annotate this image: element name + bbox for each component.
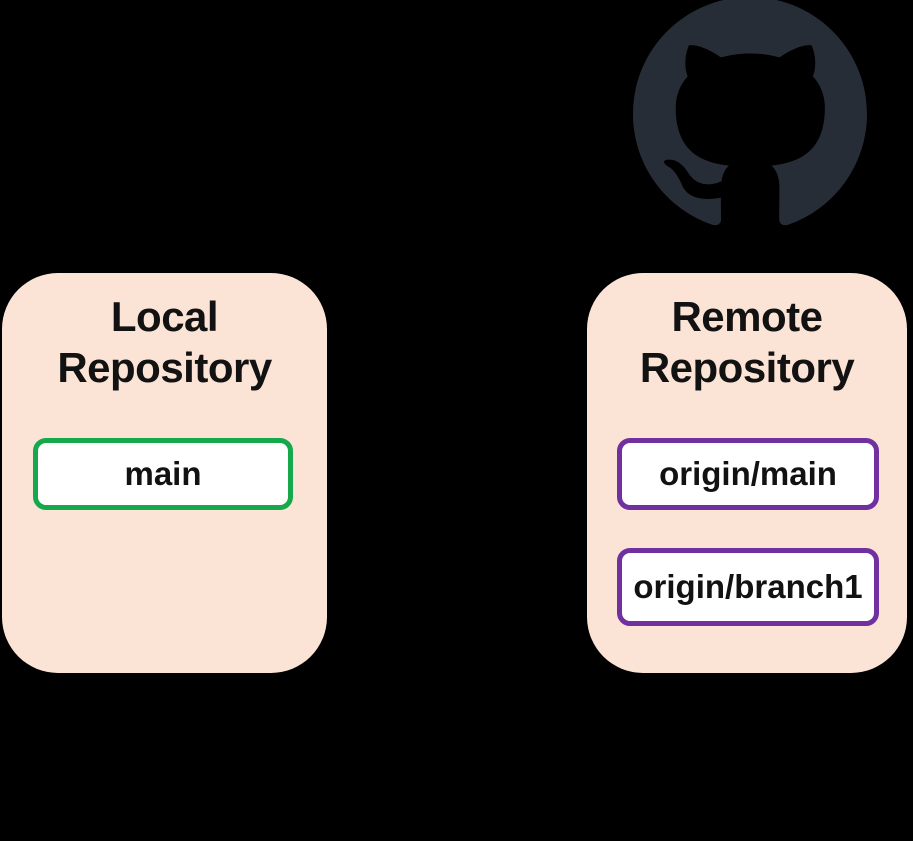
branch-badge-origin-branch1: origin/branch1 <box>617 548 879 626</box>
remote-repository-box: Remote Repository origin/main origin/bra… <box>587 273 907 673</box>
branch-badge-main: main <box>33 438 293 510</box>
github-logo-icon <box>633 0 867 226</box>
local-repository-title: Local Repository <box>57 293 272 392</box>
branch-label-origin-main: origin/main <box>659 455 837 492</box>
remote-repository-title: Remote Repository <box>639 293 855 392</box>
local-repository-box: Local Repository main <box>2 273 327 673</box>
branch-badge-origin-main: origin/main <box>617 438 879 510</box>
branch-label-origin-branch1: origin/branch1 <box>633 568 863 605</box>
github-logo-path <box>633 0 867 226</box>
branch-label-main: main <box>124 455 202 492</box>
